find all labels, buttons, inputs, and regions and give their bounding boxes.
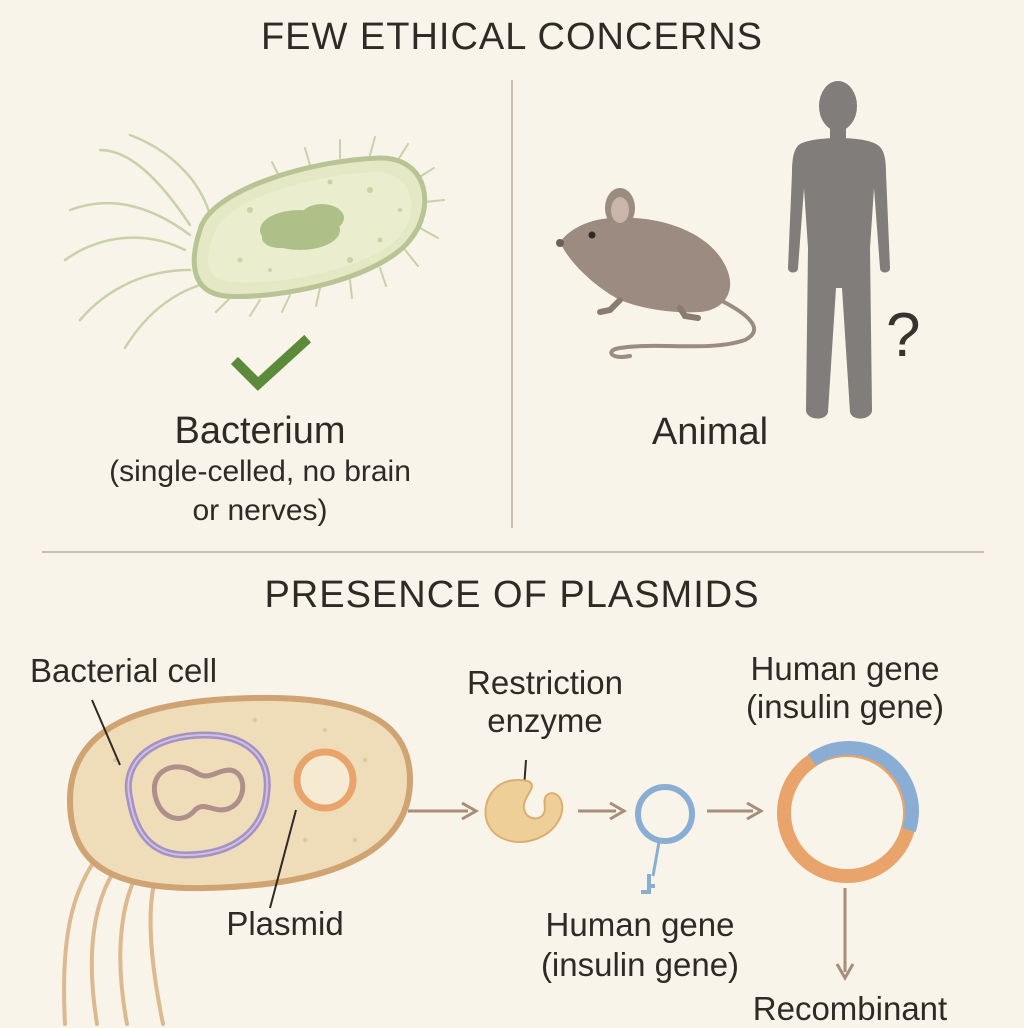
animal-label: Animal — [651, 411, 769, 453]
restriction-enzyme-label-line1: Restriction — [467, 664, 623, 701]
restriction-enzyme-label-line2: enzyme — [487, 702, 603, 739]
human-gene-bottom-label-line2: (insulin gene) — [540, 946, 740, 983]
recombinant-label: Recombinant — [752, 990, 948, 1027]
recombinant-plasmid-illustration — [777, 741, 919, 883]
question-mark-icon: ? — [886, 301, 921, 370]
human-gene-bottom-label-line1: Human gene — [545, 906, 735, 943]
horizontal-divider — [42, 551, 984, 553]
restriction-enzyme-illustration — [484, 759, 564, 843]
human-gene-top-label-line1: Human gene — [750, 650, 940, 687]
plasmid-label: Plasmid — [226, 905, 344, 942]
cut-plasmid-illustration — [635, 784, 695, 894]
section-title-ethics: FEW ETHICAL CONCERNS — [260, 16, 764, 58]
arrow-right-icon — [578, 801, 628, 821]
mouse-illustration — [556, 188, 757, 359]
bacterium-detail-line2: or nerves) — [192, 494, 328, 527]
human-silhouette — [788, 81, 890, 419]
arrow-down-icon — [835, 888, 855, 982]
section-title-plasmids: PRESENCE OF PLASMIDS — [264, 574, 760, 616]
vertical-divider — [511, 80, 513, 528]
human-gene-top-label-line2: (insulin gene) — [745, 688, 945, 725]
bacterial-cell-label: Bacterial cell — [30, 652, 218, 689]
arrow-right-icon — [707, 801, 765, 821]
bacterium-detail-line1: (single-celled, no brain — [109, 455, 411, 488]
bacterium-illustration — [63, 133, 445, 350]
bacterial-cell-diagram — [62, 694, 414, 1026]
check-icon — [230, 334, 312, 391]
arrow-right-icon — [408, 801, 480, 821]
bacterium-label: Bacterium — [174, 410, 346, 452]
